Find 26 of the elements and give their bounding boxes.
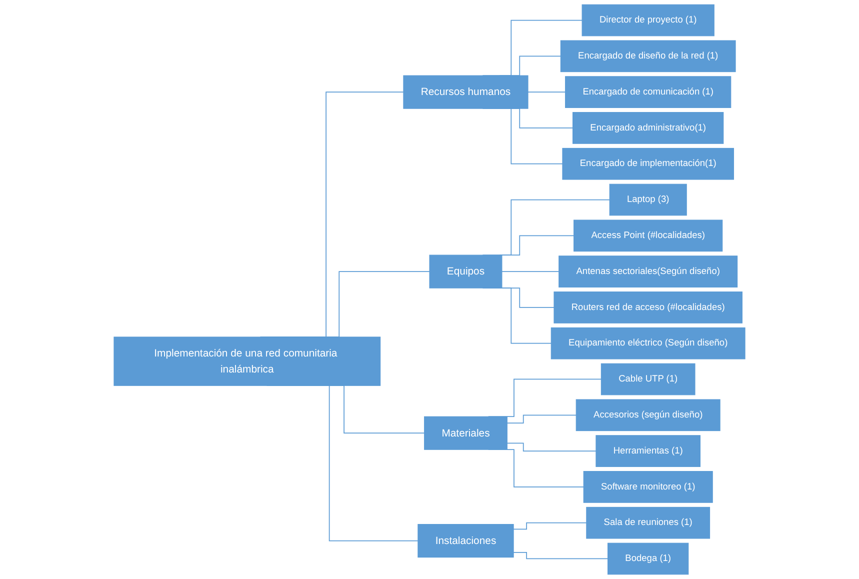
node-box: Materiales: [424, 416, 508, 450]
node-box: Equipamiento eléctrico (Según diseño): [550, 327, 746, 360]
node-box: Cable UTP (1): [600, 363, 696, 396]
node-box: Bodega (1): [608, 542, 689, 575]
node-box: Antenas sectoriales(Según diseño): [558, 256, 738, 288]
connector: [506, 442, 596, 452]
node-box: Software monitoreo (1): [583, 471, 713, 503]
connector: [506, 414, 577, 424]
node-box: Accesorios (según diseño): [576, 399, 720, 432]
node-box: Encargado administrativo(1): [572, 112, 724, 144]
node-box: Encargado de implementación(1): [562, 148, 734, 180]
node-box: Implementación de una red comunitaria inalámbrica: [114, 336, 381, 386]
node-box: Routers red de acceso (#localidades): [554, 292, 742, 324]
node-box: Access Point (#localidades): [574, 220, 723, 252]
node-box: Laptop (3): [609, 184, 687, 216]
connector: [502, 271, 560, 272]
node-box: Herramientas (1): [596, 435, 700, 467]
node-box: Encargado de diseño de la red (1): [560, 40, 736, 72]
connector: [513, 552, 608, 560]
node-box: Equipos: [429, 254, 502, 288]
node-box: Sala de reuniones (1): [586, 506, 710, 539]
node-box: Director de proyecto (1): [582, 4, 714, 36]
connector: [513, 522, 587, 530]
node-box: Instalaciones: [418, 524, 514, 558]
node-box: Encargado de comunicación (1): [565, 76, 732, 108]
node-box: Recursos humanos: [403, 75, 528, 109]
